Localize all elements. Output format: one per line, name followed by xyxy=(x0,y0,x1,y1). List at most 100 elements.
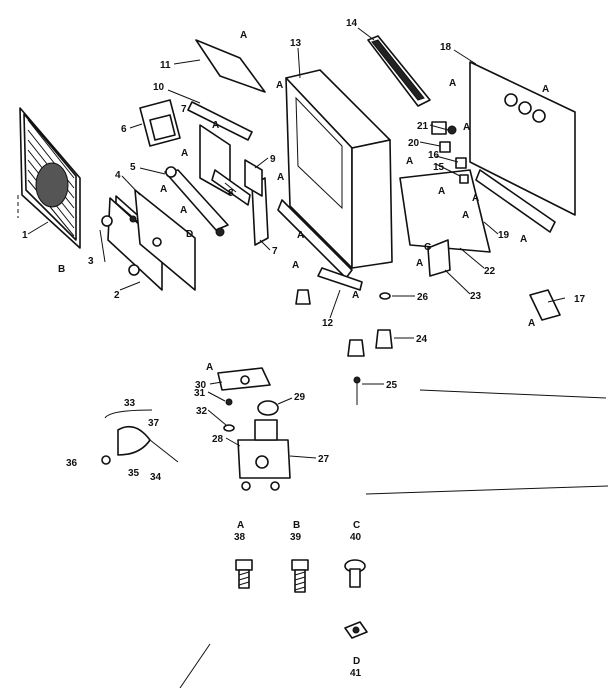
part-29-32 xyxy=(217,367,279,432)
callout-31: 31 xyxy=(194,388,206,399)
part-3-knobs xyxy=(101,215,140,276)
part-18-back-panel xyxy=(469,61,576,216)
assembly-letter-marks: A A A A A A D A A A A B A A A A A A A C … xyxy=(58,30,549,373)
callout-labels: 1 2 3 4 5 6 7 7 8 9 10 11 12 13 14 15 16… xyxy=(22,18,586,483)
part-23-bracket xyxy=(427,239,451,277)
mark-a: A xyxy=(542,84,549,95)
part-1-grille xyxy=(17,107,81,249)
part-15-16-20-21 xyxy=(431,121,469,184)
callout-28: 28 xyxy=(212,434,224,445)
callout-10: 10 xyxy=(153,82,165,93)
callout-7a: 7 xyxy=(181,104,187,115)
legend-number-41: 41 xyxy=(350,668,362,679)
callout-8: 8 xyxy=(228,188,234,199)
legend-number-39: 39 xyxy=(290,532,302,543)
callout-30: 30 xyxy=(195,380,207,391)
part-4-rear-panel xyxy=(134,189,196,291)
part-33-37-thermocouple xyxy=(101,409,179,465)
mark-d: D xyxy=(186,229,193,240)
parts-feet xyxy=(295,289,393,357)
part-5-rod xyxy=(164,166,229,237)
callout-26: 26 xyxy=(417,292,429,303)
mark-a: A xyxy=(277,172,284,183)
part-17-clip xyxy=(529,289,561,321)
callout-18: 18 xyxy=(440,42,452,53)
callout-15: 15 xyxy=(433,162,445,173)
mark-a: A xyxy=(206,362,213,373)
mark-a: A xyxy=(181,148,188,159)
part-14-top-rail xyxy=(367,35,431,107)
fastener-b-screw xyxy=(291,559,309,593)
part-12-base-rail xyxy=(277,199,363,291)
callout-12: 12 xyxy=(322,318,334,329)
mark-a: A xyxy=(520,234,527,245)
part-13-cabinet xyxy=(285,69,393,269)
mark-a: A xyxy=(240,30,247,41)
legend-letter-d: D xyxy=(353,656,360,667)
separator-line xyxy=(365,485,608,495)
callout-22: 22 xyxy=(484,266,496,277)
callout-32: 32 xyxy=(196,406,208,417)
mark-a: A xyxy=(528,318,535,329)
mark-a: A xyxy=(416,258,423,269)
callout-2: 2 xyxy=(114,290,120,301)
mark-a: A xyxy=(212,120,219,131)
margin-stroke xyxy=(179,643,211,689)
mark-b: B xyxy=(58,264,65,275)
callout-17: 17 xyxy=(574,294,586,305)
callout-29: 29 xyxy=(294,392,306,403)
callout-3: 3 xyxy=(88,256,94,267)
callout-33: 33 xyxy=(124,398,136,409)
callout-36: 36 xyxy=(66,458,78,469)
part-25-screw xyxy=(353,376,361,405)
callout-4: 4 xyxy=(115,170,121,181)
fastener-d-nut xyxy=(344,621,368,639)
callout-35: 35 xyxy=(128,468,140,479)
callout-14: 14 xyxy=(346,18,358,29)
mark-a: A xyxy=(438,186,445,197)
legend-letter-c: C xyxy=(353,520,360,531)
callout-37: 37 xyxy=(148,418,160,429)
fastener-a-screw xyxy=(235,559,253,589)
callout-6: 6 xyxy=(121,124,127,135)
leader-lines xyxy=(27,27,566,459)
mark-a: A xyxy=(276,80,283,91)
mark-a: A xyxy=(297,230,304,241)
callout-20: 20 xyxy=(408,138,420,149)
legend-letter-a: A xyxy=(237,520,244,531)
separator-line-2 xyxy=(419,389,607,399)
callout-16: 16 xyxy=(428,150,440,161)
callout-5: 5 xyxy=(130,162,136,173)
legend-number-38: 38 xyxy=(234,532,246,543)
part-22-tray xyxy=(399,169,491,253)
mark-a: A xyxy=(406,156,413,167)
part-6-bracket xyxy=(139,99,181,147)
mark-a: A xyxy=(462,210,469,221)
callout-7b: 7 xyxy=(272,246,278,257)
mark-a: A xyxy=(352,290,359,301)
callout-24: 24 xyxy=(416,334,428,345)
callout-1: 1 xyxy=(22,230,28,241)
mark-a: A xyxy=(180,205,187,216)
callout-27: 27 xyxy=(318,454,330,465)
mark-a: A xyxy=(292,260,299,271)
callout-19: 19 xyxy=(498,230,510,241)
mark-a: A xyxy=(449,78,456,89)
mark-a: A xyxy=(160,184,167,195)
callout-9: 9 xyxy=(270,154,276,165)
callout-34: 34 xyxy=(150,472,162,483)
callout-11: 11 xyxy=(160,60,171,71)
part-19-channel xyxy=(475,169,556,233)
fastener-legend: A 38 B 39 C 40 D 41 xyxy=(234,520,362,679)
callout-13: 13 xyxy=(290,38,302,49)
part-27-valve xyxy=(237,419,291,491)
mark-a: A xyxy=(463,122,470,133)
fastener-c-bolt xyxy=(344,559,366,588)
part-9-10-11 xyxy=(187,39,266,197)
legend-number-40: 40 xyxy=(350,532,362,543)
callout-25: 25 xyxy=(386,380,398,391)
part-7-8-brackets xyxy=(199,124,269,246)
callout-23: 23 xyxy=(470,291,482,302)
